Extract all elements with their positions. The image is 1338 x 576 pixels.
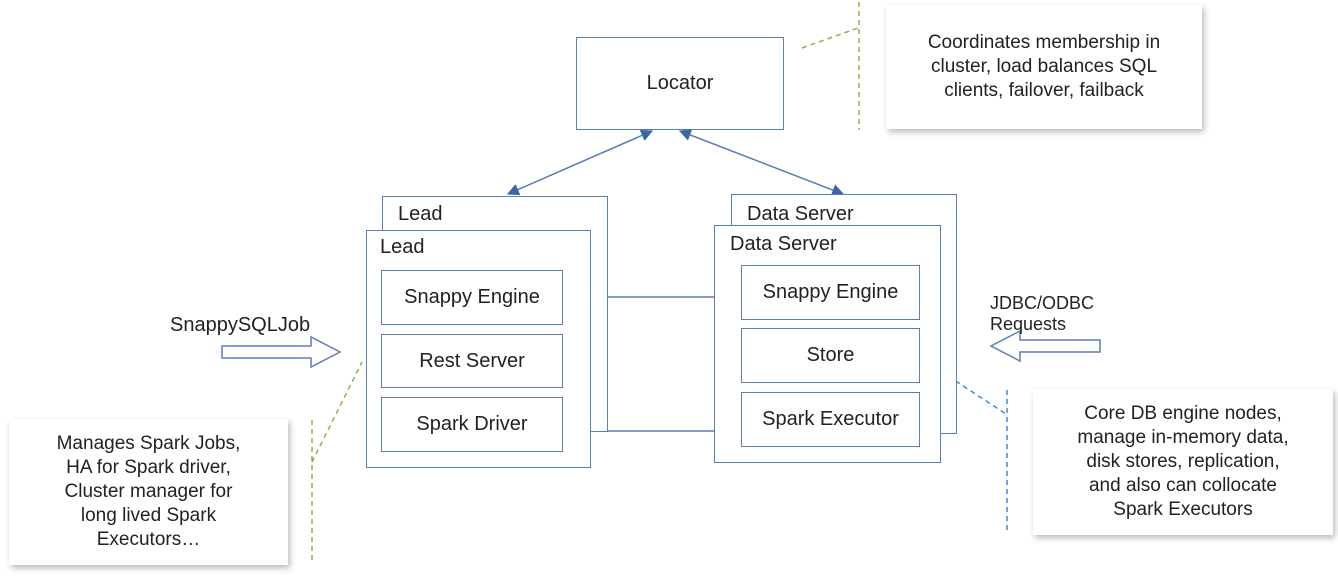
requests-input-arrow: [989, 329, 1101, 363]
job-label: SnappySQLJob: [170, 314, 311, 336]
locator-note-line-3: clients, failover, failback: [944, 80, 1144, 101]
server-note: Core DB engine nodes, manage in-memory d…: [1033, 389, 1333, 535]
server-note-line-2: manage in-memory data,: [1077, 427, 1289, 448]
locator-lead-arrow: [506, 129, 654, 196]
dataserver-store-label: Store: [806, 344, 855, 366]
dataserver-snappy-engine-label: Snappy Engine: [762, 281, 899, 303]
lead-front-label: Lead: [380, 236, 425, 258]
locator-dataserver-arrow: [678, 129, 845, 196]
lead-note: Manages Spark Jobs, HA for Spark driver,…: [9, 419, 288, 565]
server-note-dash-1: [947, 375, 1007, 415]
server-note-line-4: and also can collocate: [1088, 475, 1277, 496]
dataserver-spark-executor: Spark Executor: [741, 392, 920, 447]
locator-note: Coordinates membership in cluster, load …: [886, 5, 1202, 129]
dataserver-back-label: Data Server: [747, 203, 854, 225]
requests-label: JDBC/ODBC Requests: [990, 293, 1094, 335]
lead-note-line-1: Manages Spark Jobs,: [56, 433, 241, 454]
server-note-line-5: Spark Executors: [1113, 499, 1253, 520]
lead-rest-server: Rest Server: [381, 334, 563, 388]
lead-rest-server-label: Rest Server: [419, 349, 525, 372]
lead-spark-driver: Spark Driver: [381, 397, 563, 452]
driver-executor-link: [606, 425, 730, 437]
lead-snappy-engine-label: Snappy Engine: [404, 286, 540, 308]
lead-snappy-engine: Snappy Engine: [381, 270, 563, 325]
locator-note-dash-1: [801, 27, 859, 49]
dataserver-front-label: Data Server: [730, 233, 837, 255]
requests-line-2: Requests: [990, 314, 1067, 334]
lead-note-line-2: HA for Spark driver,: [66, 457, 231, 478]
locator-label: Locator: [646, 72, 714, 94]
lead-note-line-5: Executors…: [96, 529, 201, 550]
dataserver-store: Store: [741, 328, 920, 383]
requests-line-1: JDBC/ODBC: [990, 293, 1095, 313]
locator-note-line-1: Coordinates membership in: [927, 32, 1161, 53]
locator-box: Locator: [576, 37, 784, 130]
lead-spark-driver-label: Spark Driver: [416, 413, 528, 435]
server-note-line-1: Core DB engine nodes,: [1084, 403, 1282, 424]
lead-note-line-3: Cluster manager for: [64, 481, 233, 502]
dataserver-spark-executor-label: Spark Executor: [762, 408, 899, 430]
lead-note-line-4: long lived Spark: [80, 505, 217, 526]
job-input-arrow: [221, 335, 342, 369]
server-note-line-3: disk stores, replication,: [1086, 451, 1280, 472]
lead-back-label: Lead: [398, 203, 443, 225]
lead-note-dash-1: [311, 361, 363, 463]
locator-note-line-2: cluster, load balances SQL: [930, 56, 1158, 77]
dataserver-snappy-engine: Snappy Engine: [741, 265, 920, 320]
